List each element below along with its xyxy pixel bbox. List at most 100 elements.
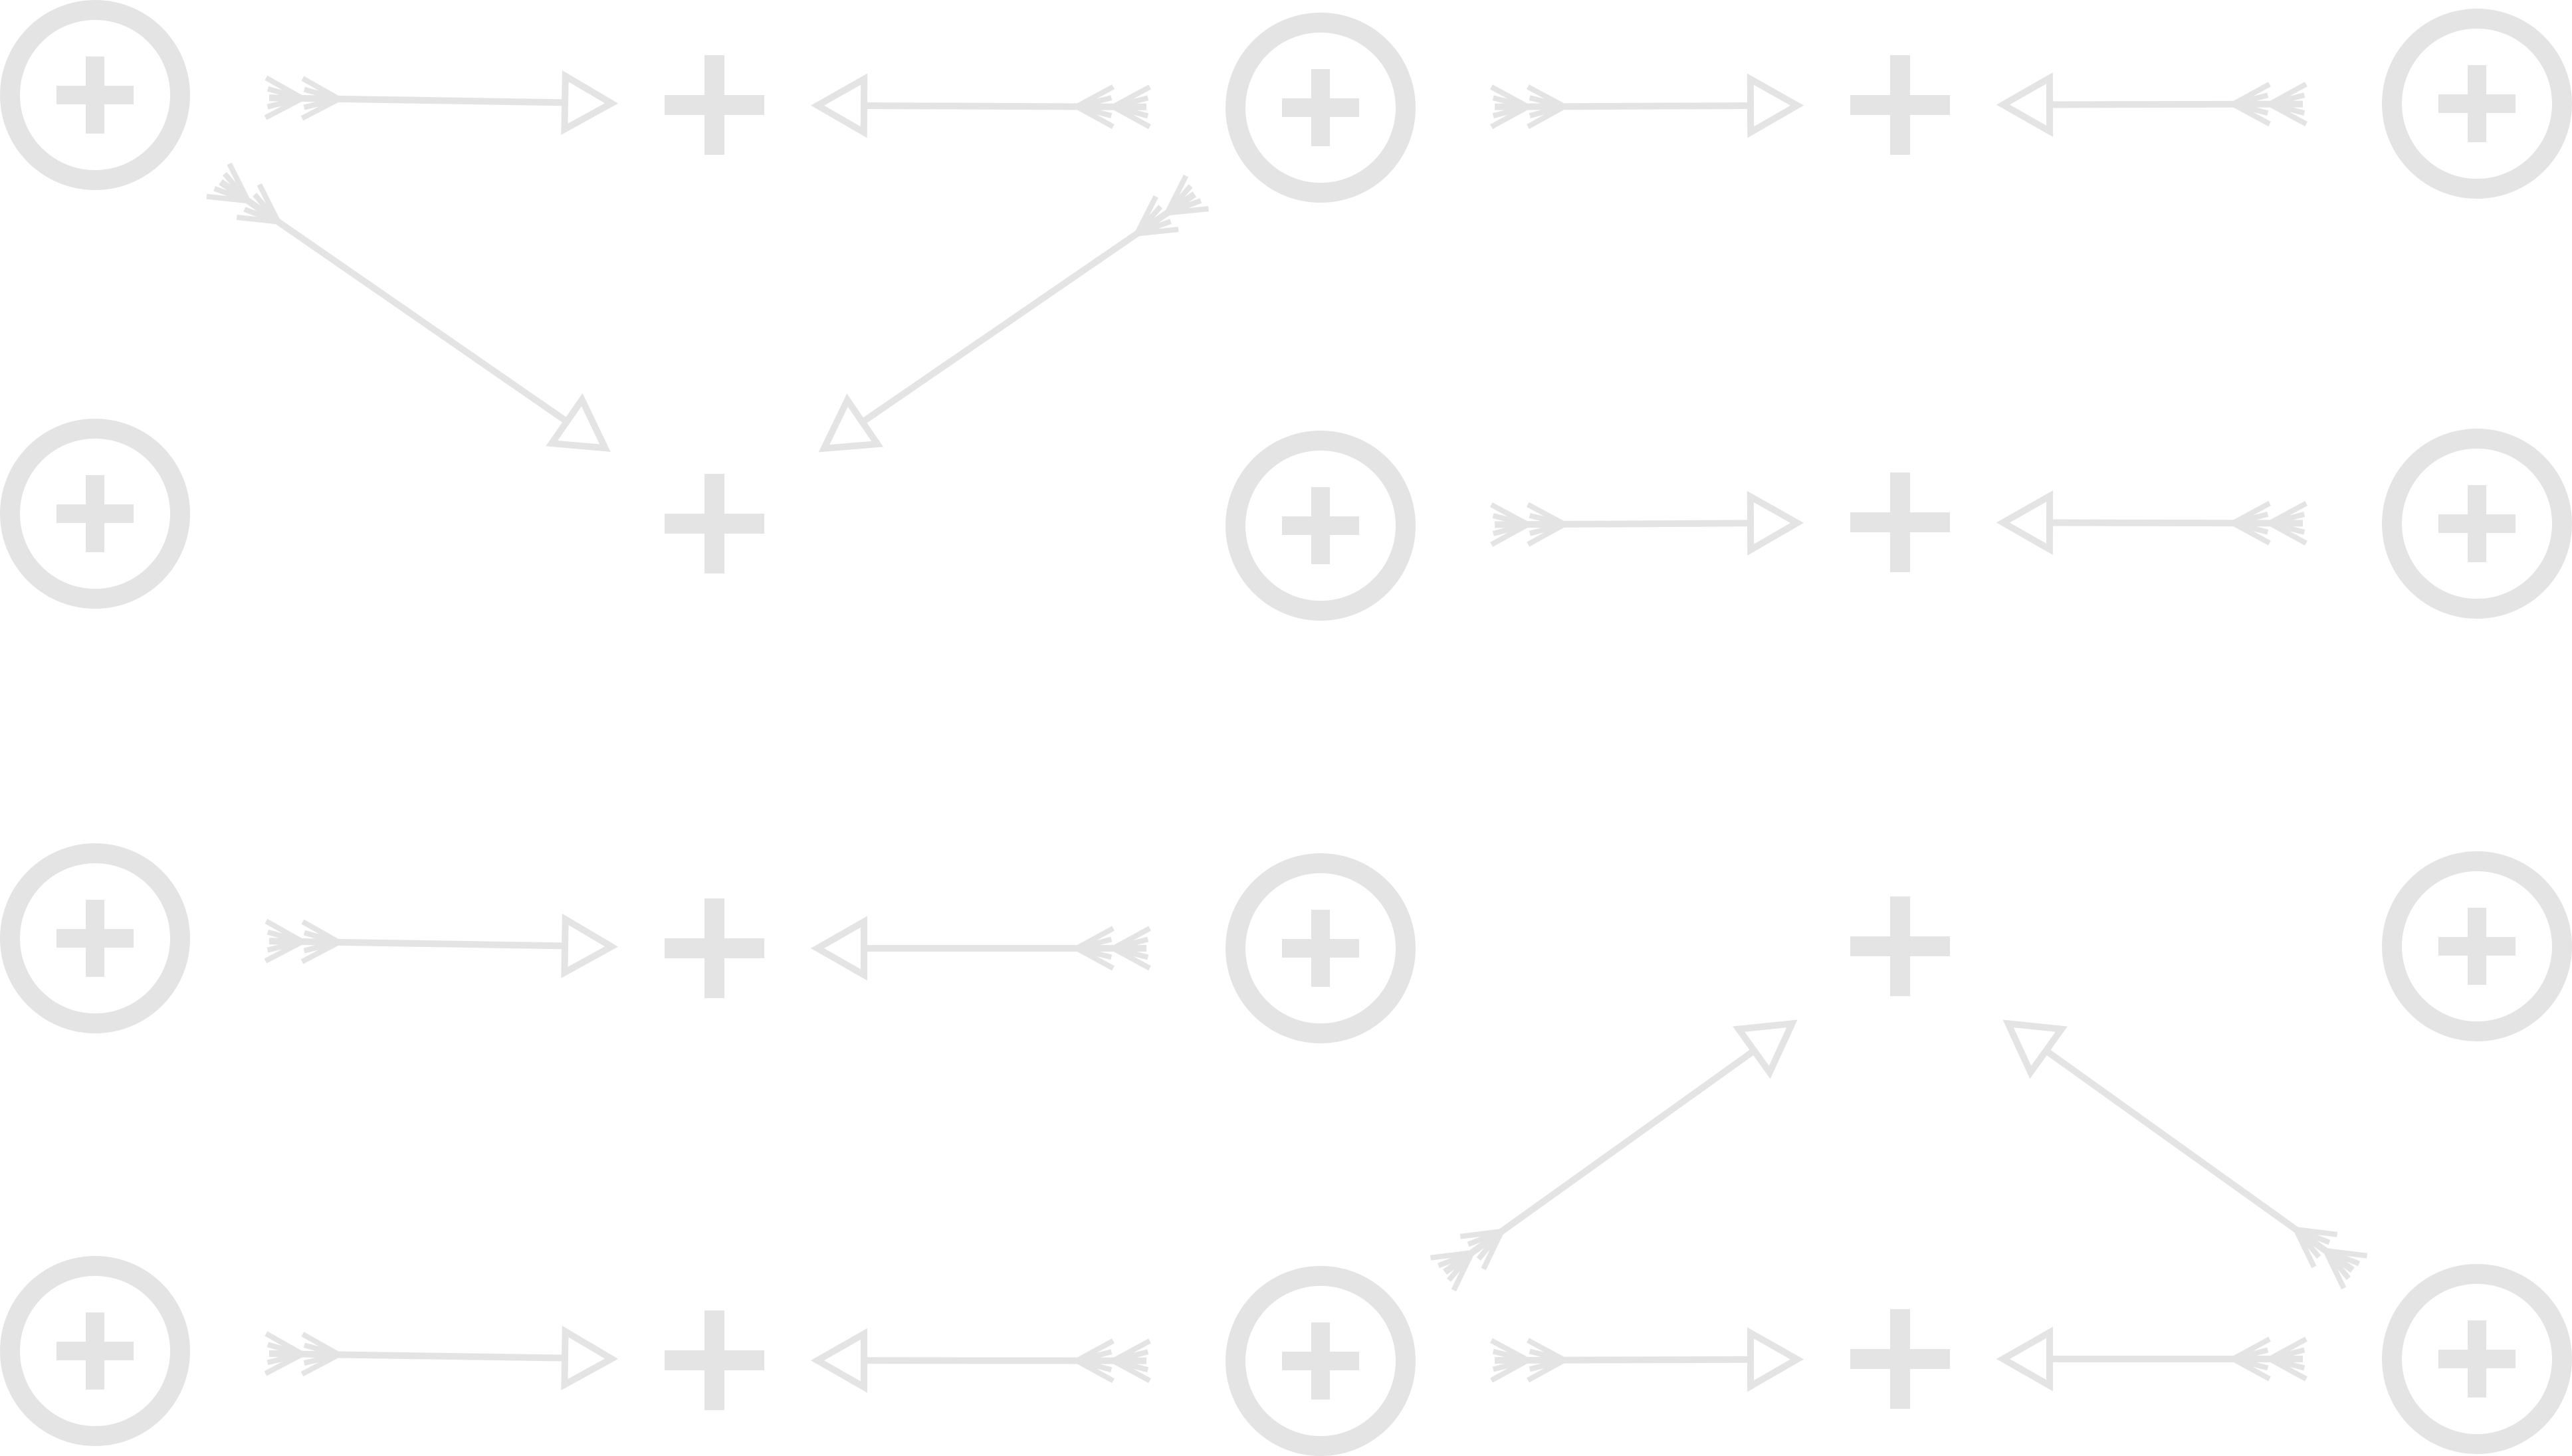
arrow-fletching: [1489, 84, 1566, 130]
arrow-fletching: [264, 918, 340, 964]
arrowhead: [1996, 72, 2054, 138]
circled-plus-node-r2c3: [1226, 431, 1416, 621]
arrowhead: [546, 393, 611, 452]
arrow-shaft: [268, 94, 566, 106]
circled-plus-node-r3c1: [0, 843, 190, 1033]
arrow-fletching: [1075, 1338, 1151, 1384]
arrow-shaft: [1494, 102, 1751, 110]
circle-ring: [0, 0, 190, 190]
arrow-fletching: [1430, 1229, 1505, 1292]
circled-plus-node-r2c1: [0, 419, 190, 609]
arrowhead: [810, 916, 867, 981]
arrow-shaft: [219, 179, 569, 425]
arrow-r1c5-to-r1c4: [1996, 72, 2308, 138]
plus-bar-vertical: [1311, 69, 1330, 146]
plus-bar-vertical: [86, 475, 104, 552]
plus-bar-vertical: [1890, 896, 1910, 996]
plus-bar-vertical: [86, 1312, 104, 1390]
arrow-r4c1-to-r4c2: [264, 1325, 619, 1391]
plus-bar-vertical: [86, 56, 104, 134]
arrow-shaft: [863, 102, 1147, 110]
plus-bar-vertical: [704, 898, 724, 998]
circle-ring: [1226, 853, 1416, 1043]
arrow-shaft: [2049, 100, 2304, 108]
circled-plus-node-r4c3: [1226, 1266, 1416, 1456]
arrow-shaft: [268, 1350, 566, 1362]
arrow-fletching: [264, 1331, 340, 1377]
plus-bar-vertical: [1890, 55, 1910, 155]
arrow-r4c3-to-r3c4: [1430, 1019, 1798, 1292]
arrow-r2c3-to-r2c4: [1489, 490, 1804, 556]
arrow-r4c3-to-r4c2: [810, 1328, 1151, 1393]
circle-ring: [0, 1256, 190, 1446]
circle-ring: [1226, 1266, 1416, 1456]
arrow-r4c5-to-r3c4: [2002, 1019, 2367, 1290]
plus-bar-vertical: [704, 1310, 724, 1410]
arrow-r3c1-to-r3c2: [264, 913, 619, 978]
arrowhead: [818, 393, 884, 453]
plus-bar-vertical: [1890, 1309, 1910, 1409]
plus-bar-vertical: [2468, 65, 2486, 142]
plus-bar-vertical: [2468, 485, 2486, 562]
arrow-r1c1-to-r2c2: [206, 162, 611, 452]
arrow-fletching: [1075, 84, 1151, 130]
circle-ring: [2382, 9, 2572, 199]
plus-bar-vertical: [1311, 1322, 1330, 1400]
plus-bar-vertical: [2468, 1320, 2486, 1398]
arrow-shaft: [2044, 1048, 2355, 1273]
arrow-r1c3-to-r1c2: [810, 73, 1151, 138]
arrow-shaft: [1494, 520, 1751, 528]
arrow-fletching: [1489, 502, 1566, 548]
arrowhead: [1747, 1327, 1804, 1392]
circled-plus-node-r4c1: [0, 1256, 190, 1446]
plus-node-r3c4: [1850, 896, 1950, 996]
arrowhead: [2002, 1019, 2068, 1079]
arrowhead: [1996, 1326, 2053, 1392]
arrowhead: [561, 1325, 619, 1391]
circled-plus-node-r3c3: [1226, 853, 1416, 1043]
arrows-layer: [206, 70, 2367, 1393]
circle-ring: [2382, 429, 2572, 619]
plus-node-r4c2: [665, 1310, 764, 1410]
circled-plus-node-r3c5: [2382, 851, 2572, 1041]
arrow-shaft: [863, 1357, 1147, 1364]
arrow-r1c3-to-r2c2: [818, 174, 1209, 453]
circled-plus-node-r1c5: [2382, 9, 2572, 199]
circled-plus-node-r1c3: [1226, 13, 1416, 203]
arrowhead: [561, 70, 619, 135]
plus-bar-vertical: [2468, 908, 2486, 985]
arrow-r4c5-to-r4c4: [1996, 1326, 2307, 1392]
arrow-shaft: [2049, 519, 2304, 527]
circled-plus-node-r4c5: [2382, 1264, 2572, 1454]
arrow-r2c5-to-r2c4: [1996, 490, 2308, 556]
plus-bar-vertical: [704, 55, 724, 155]
arrowhead: [561, 913, 619, 978]
circled-plus-node-r1c1: [0, 0, 190, 190]
arrow-fletching: [2293, 1227, 2367, 1290]
arrow-fletching: [264, 75, 340, 121]
arrow-r1c1-to-r1c2: [264, 70, 619, 135]
circle-ring: [1226, 431, 1416, 621]
arrow-fletching: [1134, 174, 1209, 237]
circle-ring: [2382, 1264, 2572, 1454]
circled-plus-node-r2c5: [2382, 429, 2572, 619]
arrowhead: [1996, 490, 2054, 556]
arrow-shaft: [268, 938, 566, 950]
arrow-fletching: [2232, 500, 2308, 546]
arrowhead: [810, 1328, 867, 1393]
arrow-r1c3-to-r1c4: [1489, 73, 1804, 138]
arrow-fletching: [1489, 1338, 1566, 1383]
plus-bar-vertical: [704, 474, 724, 573]
plus-node-r1c4: [1850, 55, 1950, 155]
arrowhead: [1747, 490, 1804, 556]
arrowhead: [1733, 1019, 1798, 1079]
arrow-fletching: [2232, 1336, 2307, 1382]
arrow-r4c3-to-r4c4: [1489, 1327, 1804, 1392]
arrow-fletching: [2232, 82, 2308, 127]
plus-bar-vertical: [1311, 910, 1330, 987]
plus-node-r4c4: [1850, 1309, 1950, 1409]
plus-node-r2c4: [1850, 472, 1950, 572]
arrow-fletching: [1075, 926, 1151, 971]
